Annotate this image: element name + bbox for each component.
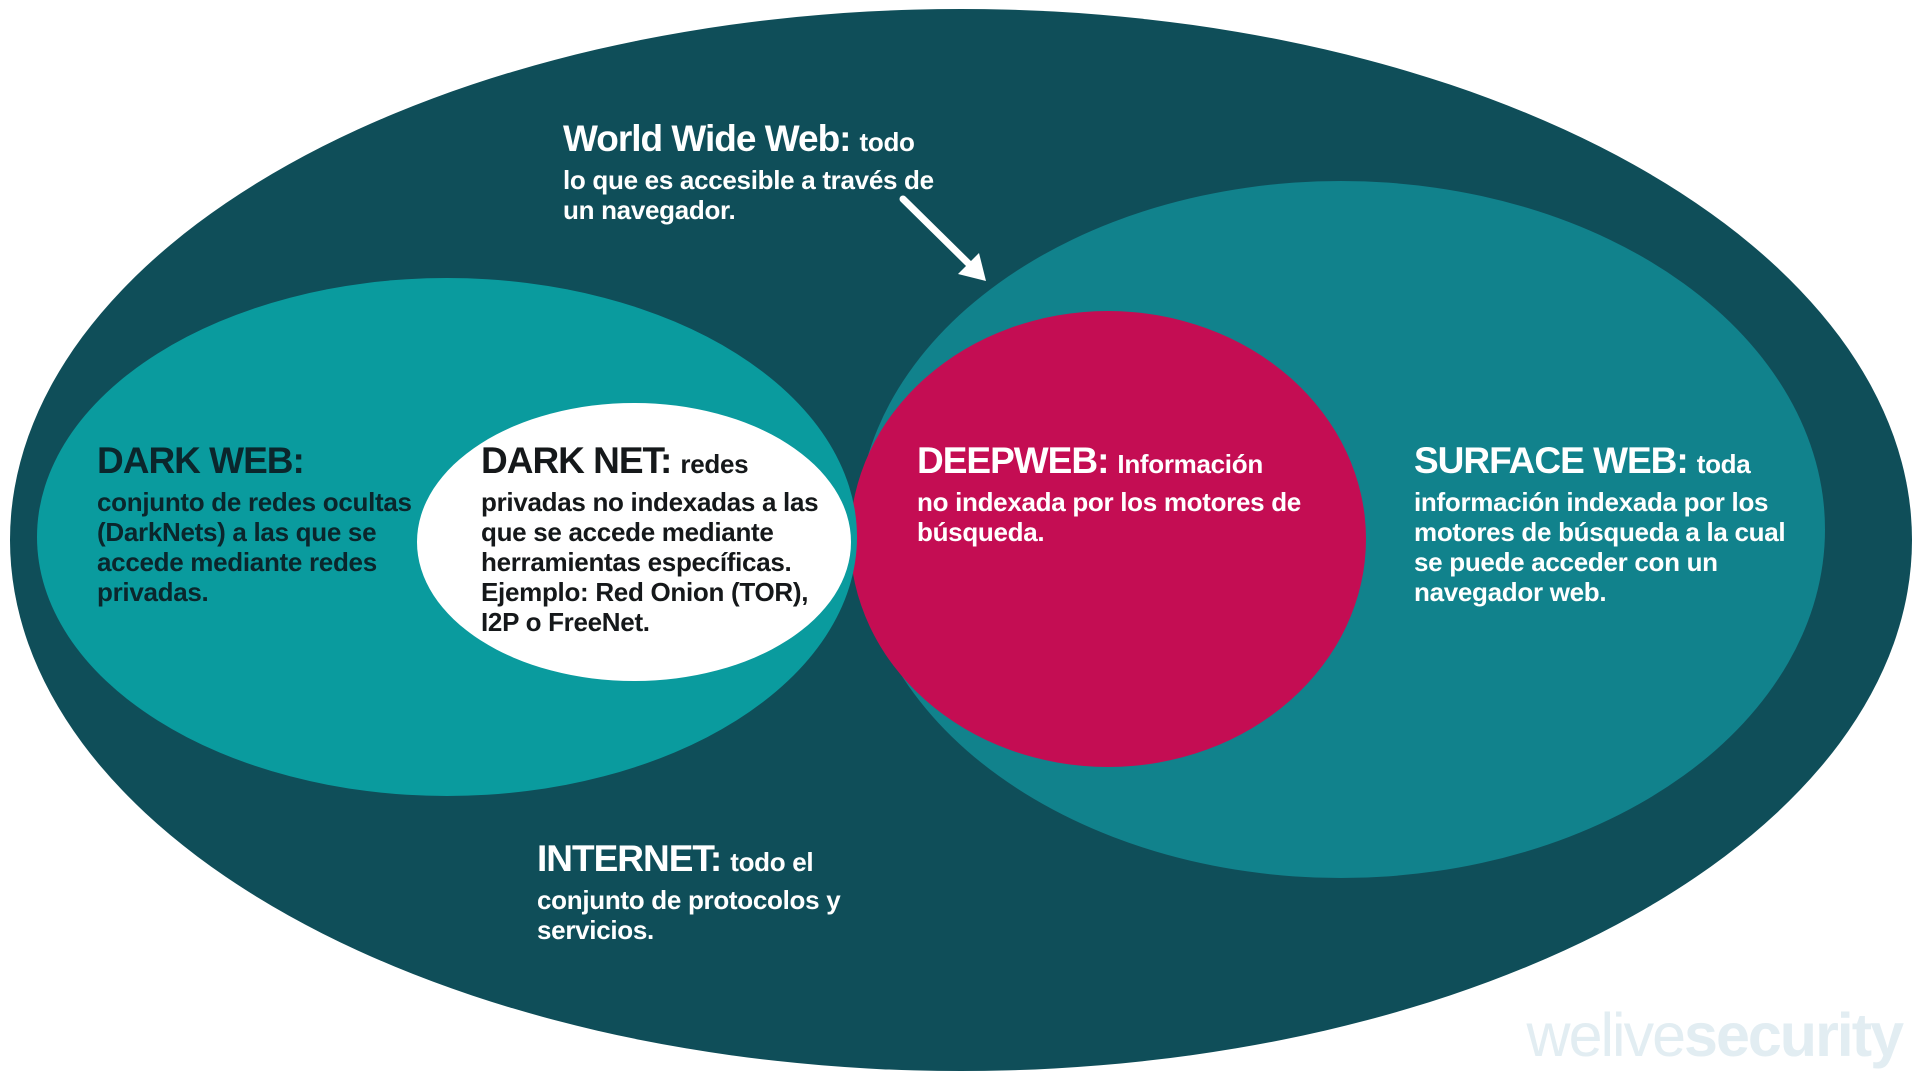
darknet-label-block: DARK NET:redes privadas no indexadas a l… [481, 440, 819, 637]
darkweb-label-block: DARK WEB: conjunto de redes ocultas (Dar… [97, 440, 412, 607]
darknet-label: DARK NET:redes [481, 440, 749, 481]
arrow-icon [899, 195, 986, 281]
deepweb-label: DEEPWEB:Información [917, 440, 1263, 481]
welivesecurity-logo-bold: security [1684, 1001, 1904, 1069]
www-label-block: World Wide Web:todo lo que es accesible … [563, 118, 934, 225]
deepweb-label-block: DEEPWEB:Información no indexada por los … [917, 440, 1301, 547]
internet-description: conjunto de protocolos y servicios. [537, 885, 841, 945]
deepweb-description: no indexada por los motores de búsqueda. [917, 487, 1301, 547]
darkweb-label: DARK WEB: [97, 440, 305, 481]
internet-label-block: INTERNET:todo el conjunto de protocolos … [537, 838, 841, 945]
surfaceweb-label-block: SURFACE WEB:toda información indexada po… [1414, 440, 1786, 607]
welivesecurity-logo-light: welive [1526, 1001, 1687, 1069]
darkweb-description: conjunto de redes ocultas (DarkNets) a l… [97, 487, 412, 607]
www-label: World Wide Web:todo [563, 118, 915, 159]
welivesecurity-logo: welivesecurity [1527, 1005, 1904, 1066]
deepweb-circle [850, 311, 1366, 767]
darknet-ellipse [417, 403, 851, 681]
internet-label: INTERNET:todo el [537, 838, 814, 879]
surfaceweb-label: SURFACE WEB:toda [1414, 440, 1751, 481]
surfaceweb-description: información indexada por los motores de … [1414, 487, 1786, 607]
darknet-description: privadas no indexadas a las que se acced… [481, 487, 819, 637]
www-description: lo que es accesible a través de un naveg… [563, 165, 934, 225]
